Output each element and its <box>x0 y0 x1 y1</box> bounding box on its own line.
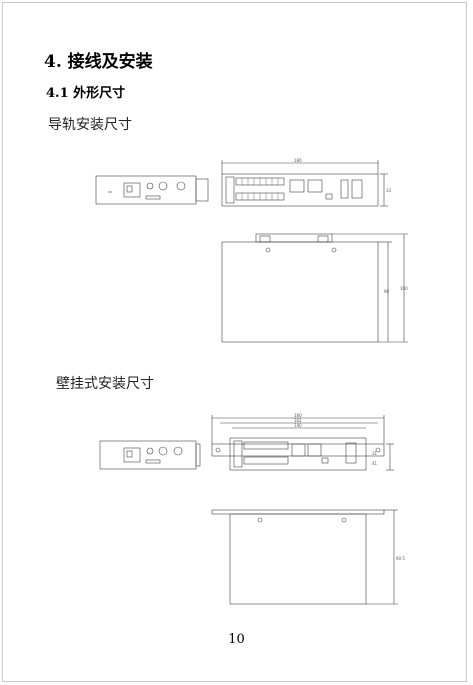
dim-wall-side-h: 90.5 <box>396 556 405 561</box>
dim-wall-w-inner: 140 <box>294 423 302 428</box>
dim-wall-w-outer: 180 <box>294 413 302 418</box>
wall-side-view <box>211 509 398 605</box>
rail-mount-caption: 导轨安装尺寸 <box>48 117 132 133</box>
section-heading: 4. 接线及安装 <box>44 52 153 72</box>
page-frame <box>2 2 467 682</box>
dim-side-h1: 90 <box>384 289 390 294</box>
rail-front-view <box>95 175 209 205</box>
wall-top-view <box>211 415 394 471</box>
dim-side-h2: 100 <box>400 286 408 291</box>
rail-top-view <box>221 160 388 207</box>
dim-wall-h-b: 41 <box>372 461 378 466</box>
dim-wall-h-a: 31 <box>372 451 378 456</box>
rail-side-view <box>221 233 408 343</box>
dim-top-height: 33 <box>386 188 392 193</box>
dim-top-width: 180 <box>294 158 302 163</box>
subsection-heading: 4.1 外形尺寸 <box>46 86 126 101</box>
wall-mount-caption: 壁挂式安装尺寸 <box>56 376 154 392</box>
dim-wall-w-mid: 162 <box>294 418 302 423</box>
page-number: 10 <box>228 632 245 647</box>
wall-front-view <box>99 440 201 470</box>
